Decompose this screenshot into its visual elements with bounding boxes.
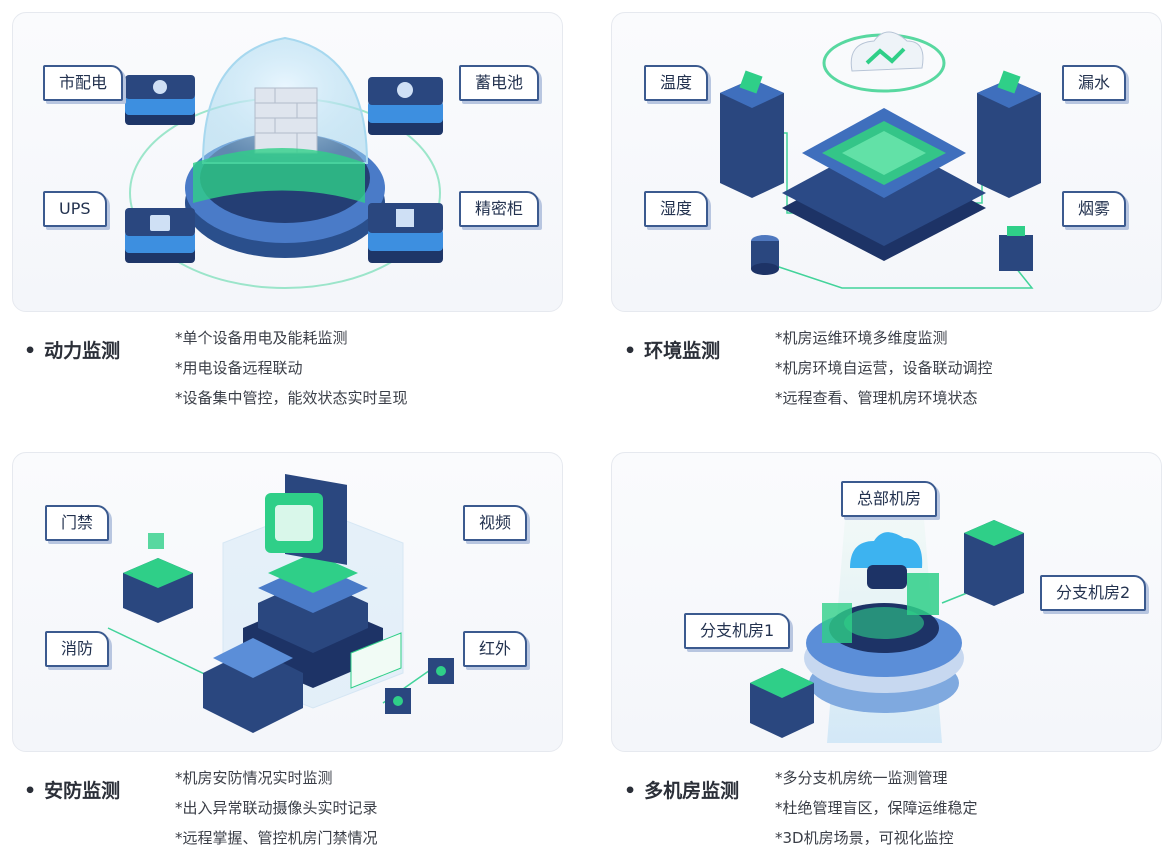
tag-branch-datacenter-1: 分支机房1 (684, 613, 791, 649)
power-monitoring-illustration: 市配电 UPS 蓄电池 精密柜 (12, 12, 563, 312)
bullet-item: *设备集中管控，能效状态实时呈现 (175, 389, 408, 407)
tag-infrared: 红外 (463, 631, 528, 667)
bullet-item: *杜绝管理盲区，保障运维稳定 (775, 799, 978, 817)
tag-humidity: 湿度 (644, 191, 709, 227)
tag-precision-cabinet: 精密柜 (459, 191, 540, 227)
bullet-item: *远程查看、管理机房环境状态 (775, 389, 978, 407)
section-title-security: •安防监测 (24, 780, 121, 802)
tag-battery: 蓄电池 (459, 65, 540, 101)
multi-datacenter-illustration: 总部机房 分支机房1 分支机房2 (611, 452, 1162, 752)
environment-monitoring-illustration: 温度 湿度 漏水 烟雾 (611, 12, 1162, 312)
tag-mains-power: 市配电 (43, 65, 124, 101)
section-title-environment: •环境监测 (624, 340, 721, 362)
bullet-item: *机房安防情况实时监测 (175, 769, 333, 787)
security-bullets: *机房安防情况实时监测 *出入异常联动摄像头实时记录 *远程掌握、管控机房门禁情… (175, 763, 378, 853)
bullet-item: *3D机房场景，可视化监控 (775, 829, 954, 847)
environment-bullets: *机房运维环境多维度监测 *机房环境自运营，设备联动调控 *远程查看、管理机房环… (775, 323, 993, 413)
bullet-item: *单个设备用电及能耗监测 (175, 329, 348, 347)
section-title-power: •动力监测 (24, 340, 121, 362)
multi-datacenter-bullets: *多分支机房统一监测管理 *杜绝管理盲区，保障运维稳定 *3D机房场景，可视化监… (775, 763, 978, 853)
tag-fire-protection: 消防 (45, 631, 110, 667)
bullet-item: *多分支机房统一监测管理 (775, 769, 948, 787)
bullet-item: *用电设备远程联动 (175, 359, 303, 377)
bullet-item: *远程掌握、管控机房门禁情况 (175, 829, 378, 847)
tag-smoke: 烟雾 (1062, 191, 1127, 227)
power-illustration-graphic (125, 36, 443, 289)
environment-illustration-graphic (720, 31, 1041, 289)
tag-access-control: 门禁 (45, 505, 110, 541)
tag-headquarters-datacenter: 总部机房 (841, 481, 938, 517)
multi-datacenter-illustration-graphic (750, 493, 1024, 743)
bullet-item: *机房环境自运营，设备联动调控 (775, 359, 993, 377)
tag-ups: UPS (43, 191, 107, 227)
tag-video: 视频 (463, 505, 528, 541)
power-bullets: *单个设备用电及能耗监测 *用电设备远程联动 *设备集中管控，能效状态实时呈现 (175, 323, 408, 413)
tag-water-leak: 漏水 (1062, 65, 1127, 101)
tag-branch-datacenter-2: 分支机房2 (1040, 575, 1147, 611)
security-monitoring-illustration: 门禁 消防 视频 红外 (12, 452, 563, 752)
section-title-multi-datacenter: •多机房监测 (624, 780, 740, 802)
security-illustration-graphic (107, 473, 454, 733)
tag-temperature: 温度 (644, 65, 709, 101)
bullet-item: *机房运维环境多维度监测 (775, 329, 948, 347)
bullet-item: *出入异常联动摄像头实时记录 (175, 799, 378, 817)
